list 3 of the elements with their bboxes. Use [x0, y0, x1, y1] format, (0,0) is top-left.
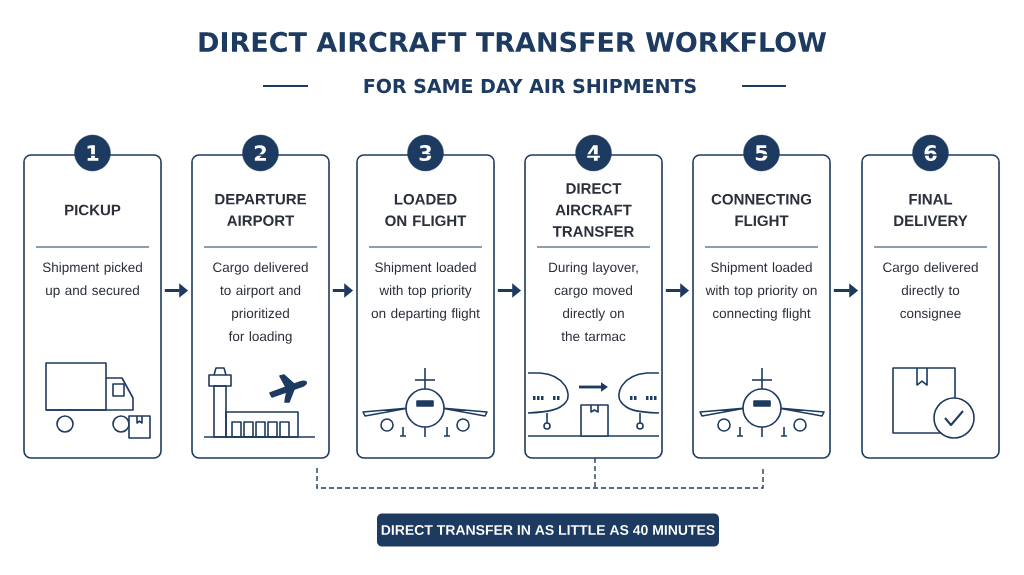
summary-banner: DIRECT TRANSFER IN AS LITTLE AS 40 MINUTES [377, 513, 719, 547]
title: DIRECT AIRCRAFT TRANSFER WORKFLOW [199, 31, 827, 53]
subtitle: FOR SAME DAY AIR SHIPMENTS [364, 78, 696, 94]
